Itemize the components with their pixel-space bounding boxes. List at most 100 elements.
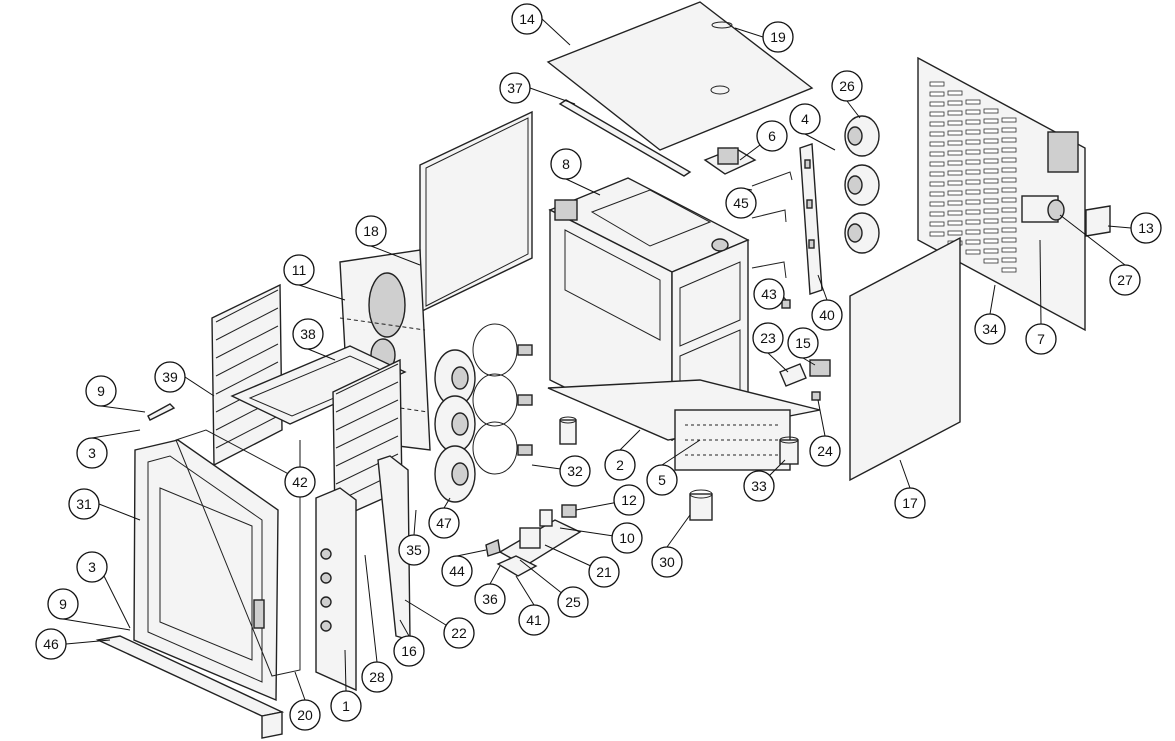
leader-line <box>298 284 346 301</box>
part-heating-elements <box>472 323 533 475</box>
callout-13: 13 <box>1130 212 1162 244</box>
callout-4: 4 <box>789 103 821 135</box>
callout-25: 25 <box>557 586 589 618</box>
vent-slot <box>965 99 981 105</box>
callout-11: 11 <box>283 254 315 286</box>
callout-32: 32 <box>559 455 591 487</box>
part-pipes <box>751 171 793 279</box>
leader-line <box>1059 214 1126 266</box>
callout-10-label: 10 <box>619 530 635 546</box>
vent-slot <box>929 141 945 147</box>
vent-slot <box>983 258 999 264</box>
callout-44: 44 <box>441 555 473 587</box>
part-oven-door <box>133 439 279 702</box>
vent-slot <box>929 121 945 127</box>
part-fan-motors <box>844 115 880 254</box>
callout-39: 39 <box>154 361 186 393</box>
callout-14-label: 14 <box>519 11 535 27</box>
leader-line <box>294 671 306 701</box>
vent-slot <box>983 198 999 204</box>
leader-line <box>100 405 146 413</box>
vent-slot <box>965 119 981 125</box>
vent-slot <box>983 148 999 154</box>
rack-bar <box>335 435 399 467</box>
vent-slot <box>947 120 963 126</box>
leader-line <box>817 399 826 437</box>
vent-slot <box>965 209 981 215</box>
part-small-plate <box>1085 205 1111 237</box>
callout-42: 42 <box>284 466 316 498</box>
vent-slot <box>983 158 999 164</box>
callout-39-label: 39 <box>162 369 178 385</box>
leader-line <box>529 87 576 105</box>
vent-slot <box>1001 157 1017 163</box>
callout-24-label: 24 <box>817 443 833 459</box>
vent-slot <box>983 248 999 254</box>
callout-7-label: 7 <box>1037 331 1045 347</box>
vent-slot <box>929 221 945 227</box>
callout-15-label: 15 <box>795 335 811 351</box>
leader-line <box>98 503 141 521</box>
callout-31: 31 <box>68 488 100 520</box>
callout-3-label: 3 <box>88 559 96 575</box>
leader-line <box>846 100 861 119</box>
callout-12-label: 12 <box>621 492 637 508</box>
leader-line <box>399 619 410 637</box>
callout-47-label: 47 <box>436 515 452 531</box>
rack-bar <box>215 325 279 359</box>
callout-9: 9 <box>47 588 79 620</box>
vent-slot <box>983 238 999 244</box>
rack-bar <box>215 307 279 341</box>
vent-slot <box>965 199 981 205</box>
vent-slot <box>1001 247 1017 253</box>
vent-slot <box>1001 177 1017 183</box>
vent-slot <box>947 180 963 186</box>
callout-38: 38 <box>292 318 324 350</box>
leader-line <box>899 459 911 489</box>
callout-47: 47 <box>428 507 460 539</box>
rack-bar <box>215 289 279 323</box>
callout-43: 43 <box>753 278 785 310</box>
callout-9-label: 9 <box>97 383 105 399</box>
rack-bar <box>335 399 399 431</box>
callout-9: 9 <box>85 375 117 407</box>
leader-line <box>184 376 215 397</box>
vent-slot <box>929 201 945 207</box>
callout-31-label: 31 <box>76 496 92 512</box>
callout-33-label: 33 <box>751 478 767 494</box>
part-transformer <box>1021 195 1065 223</box>
leader-line <box>802 357 816 366</box>
callout-5-label: 5 <box>658 472 666 488</box>
part-control-panel <box>315 487 357 692</box>
callout-45-label: 45 <box>733 195 749 211</box>
callout-16: 16 <box>393 635 425 667</box>
callout-37-label: 37 <box>507 80 523 96</box>
callout-14: 14 <box>511 3 543 35</box>
vent-slot <box>929 91 945 97</box>
callout-8-label: 8 <box>562 156 570 172</box>
callout-32-label: 32 <box>567 463 583 479</box>
vent-slot <box>983 178 999 184</box>
vent-slot <box>965 229 981 235</box>
leader-line <box>734 27 764 38</box>
leader-line <box>515 575 535 606</box>
callout-40: 40 <box>811 299 843 331</box>
vent-slot <box>983 218 999 224</box>
callout-37: 37 <box>499 72 531 104</box>
callout-34-label: 34 <box>982 321 998 337</box>
rack-bar <box>335 417 399 449</box>
callout-41: 41 <box>518 604 550 636</box>
vent-slot <box>947 190 963 196</box>
leader-line <box>989 284 996 315</box>
part-cylinders <box>559 416 799 521</box>
vent-slot <box>929 171 945 177</box>
callout-3: 3 <box>76 551 108 583</box>
callout-33: 33 <box>743 470 775 502</box>
vent-slot <box>1001 167 1017 173</box>
callout-1-label: 1 <box>342 698 350 714</box>
callout-41-label: 41 <box>526 612 542 628</box>
callout-19-label: 19 <box>770 29 786 45</box>
leader-line <box>661 439 701 466</box>
vent-slot <box>929 131 945 137</box>
